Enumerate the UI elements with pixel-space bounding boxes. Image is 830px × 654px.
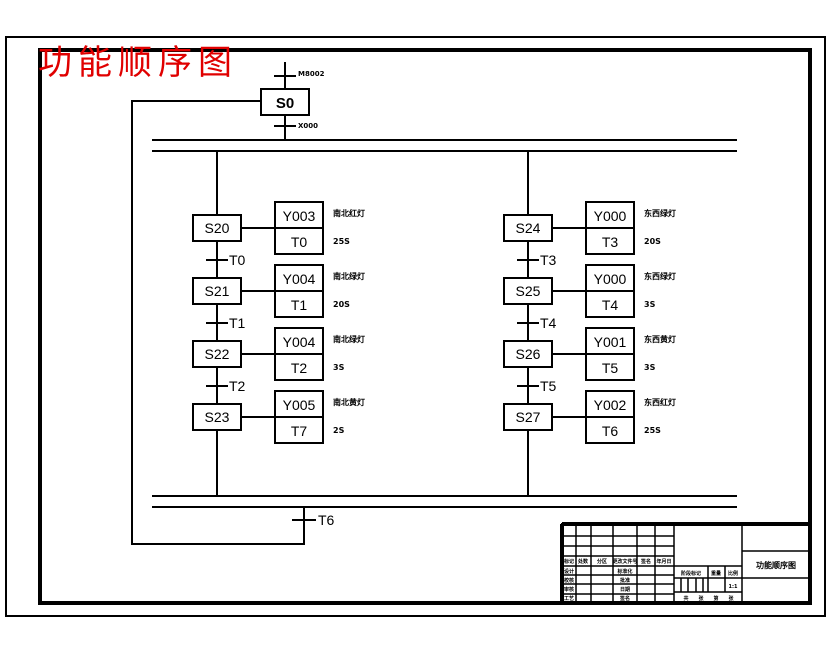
title-block-header-cell: 分区 <box>597 558 607 565</box>
title-block-stage-cell: 比例 <box>728 570 738 577</box>
step-label: S24 <box>516 220 541 236</box>
action-timer-label: T4 <box>602 297 619 313</box>
title-block-header-cell: 签名 <box>640 558 651 565</box>
title-block-role-label: 签名 <box>619 595 630 602</box>
action-description: 东西绿灯 <box>644 271 676 281</box>
action-description: 东西黄灯 <box>644 334 676 344</box>
action-description: 南北红灯 <box>333 208 365 218</box>
action-output-label: Y000 <box>594 208 627 224</box>
action-output-label: Y003 <box>283 208 316 224</box>
entry-condition-label: M8002 <box>298 70 325 78</box>
diagram-title: 功能顺序图 <box>38 43 238 83</box>
transition-label: T0 <box>229 252 246 268</box>
title-block-header-cell: 年月日 <box>656 558 671 565</box>
title-block-header-cell: 更改文件号 <box>612 558 637 565</box>
title-block-role-label: 工艺 <box>564 595 574 602</box>
action-timer-label: T1 <box>291 297 308 313</box>
title-block-role-label: 校核 <box>564 577 574 584</box>
action-time: 3S <box>644 363 656 372</box>
step-label: S25 <box>516 283 541 299</box>
action-description: 东西红灯 <box>644 397 676 407</box>
action-description: 东西绿灯 <box>644 208 676 218</box>
action-time: 20S <box>644 237 661 246</box>
title-block-drawing-name: 功能顺序图 <box>756 560 796 570</box>
step-label: S20 <box>205 220 230 236</box>
step-label: S22 <box>205 346 230 362</box>
title-block-sheet-cell: 张 <box>728 595 734 602</box>
title-block-role-label: 设计 <box>564 568 574 575</box>
action-output-label: Y004 <box>283 271 316 287</box>
action-output-label: Y004 <box>283 334 316 350</box>
title-block-scale: 1:1 <box>729 584 738 590</box>
step-label: S26 <box>516 346 541 362</box>
action-timer-label: T2 <box>291 360 308 376</box>
inner-frame <box>38 48 812 605</box>
transition-label: T2 <box>229 378 246 394</box>
transition-label: T5 <box>540 378 557 394</box>
action-output-label: Y002 <box>594 397 627 413</box>
title-block-header-cell: 标记 <box>563 558 574 565</box>
title-block-stage-cell: 重量 <box>711 570 721 577</box>
outer-frame <box>5 36 826 617</box>
action-output-label: Y000 <box>594 271 627 287</box>
title-block-role-label: 标准化 <box>616 568 632 575</box>
title-block-role-label: 批准 <box>620 577 630 584</box>
action-output-label: Y001 <box>594 334 627 350</box>
action-description: 南北绿灯 <box>333 334 365 344</box>
action-time: 3S <box>644 300 656 309</box>
action-time: 3S <box>333 363 345 372</box>
title-block-role-label: 日期 <box>620 586 630 593</box>
action-description: 南北绿灯 <box>333 271 365 281</box>
merge-transition-label: T6 <box>318 512 335 528</box>
action-time: 20S <box>333 300 350 309</box>
transition-label: T3 <box>540 252 557 268</box>
title-block-sheet-cell: 共 <box>683 595 688 602</box>
title-block-stage-cell: 阶段标记 <box>681 570 701 577</box>
initial-step-label: S0 <box>276 95 294 112</box>
action-timer-label: T5 <box>602 360 619 376</box>
action-description: 南北黄灯 <box>333 397 365 407</box>
exit-condition-label: X000 <box>298 122 318 130</box>
step-label: S23 <box>205 409 230 425</box>
action-time: 25S <box>644 426 661 435</box>
transition-label: T4 <box>540 315 557 331</box>
action-timer-label: T0 <box>291 234 308 250</box>
transition-label: T1 <box>229 315 246 331</box>
loop-back-wire <box>131 100 305 545</box>
title-block-sheet-cell: 张 <box>698 595 704 602</box>
action-timer-label: T3 <box>602 234 619 250</box>
action-output-label: Y005 <box>283 397 316 413</box>
step-label: S21 <box>205 283 230 299</box>
action-time: 25S <box>333 237 350 246</box>
action-time: 2S <box>333 426 345 435</box>
title-block-header-cell: 处数 <box>577 558 589 565</box>
title-block-role-label: 审核 <box>564 586 574 593</box>
title-block: 标记处数分区更改文件号签名年月日设计校核审核工艺标准化批准日期签名阶段标记重量比… <box>560 522 811 604</box>
step-label: S27 <box>516 409 541 425</box>
title-block-sheet-cell: 第 <box>713 595 718 602</box>
action-timer-label: T6 <box>602 423 619 439</box>
action-timer-label: T7 <box>291 423 308 439</box>
